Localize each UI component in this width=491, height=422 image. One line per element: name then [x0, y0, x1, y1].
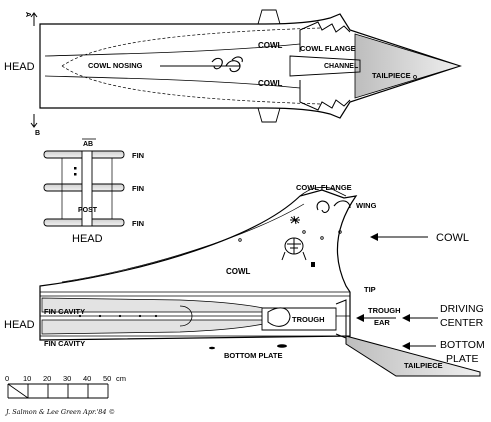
callout-plate: PLATE: [446, 353, 478, 365]
cowl-flange-label: COWL FLANGE: [300, 44, 356, 53]
cowl-star-ornament: [290, 215, 300, 225]
post: [81, 150, 93, 227]
callout-driving: DRIVING: [440, 303, 484, 315]
fin-top-label: FIN: [132, 151, 144, 160]
signature: J. Salmon & Lee Green Apr.'84 ©: [4, 408, 115, 416]
arrowhead: [402, 314, 410, 322]
scale-unit: cm: [116, 374, 126, 383]
cowl-nosing-dashed: [61, 27, 321, 67]
cowl-upper-label: COWL: [258, 41, 283, 50]
callouts: COWL TROUGH EAR DRIVING CENTER BOTTOM PL…: [356, 232, 485, 365]
side-tab-bottom: [257, 107, 281, 123]
bottom-plate-mark-2: [209, 346, 215, 350]
channel-label: CHANNEL: [324, 63, 359, 70]
scale-tick-0: 0: [5, 374, 9, 383]
rivet: [302, 230, 306, 234]
cowl-small-plate: [311, 262, 315, 267]
trough-tip: [335, 299, 347, 339]
callout-ear: EAR: [374, 318, 390, 327]
cowl-flange-edge-side: [299, 186, 347, 197]
cowl-flange-label-side: COWL FLANGE: [296, 183, 352, 192]
side-tab-top: [257, 9, 281, 25]
fin-cavity-lower-label: FIN CAVITY: [44, 339, 85, 348]
fin-bottom-label: FIN: [132, 219, 144, 228]
section-line-b-arrow: [30, 114, 38, 128]
section-line-a-arrow: [30, 12, 38, 26]
tailpiece-side: [345, 335, 481, 377]
tailpiece-top: [354, 33, 462, 99]
section-marker-2: [74, 173, 77, 176]
callout-cowl: COWL: [436, 232, 469, 244]
rivet: [238, 238, 242, 242]
scale-tick-50: 50: [103, 374, 111, 383]
arrowhead: [356, 314, 364, 322]
callout-bottom: BOTTOM: [440, 339, 485, 351]
cowl-lower-label: COWL: [258, 79, 283, 88]
cowl-nosing-top-line: [44, 43, 301, 57]
scale-tick-10: 10: [23, 374, 31, 383]
trough-ear: [267, 307, 291, 327]
cowl-ornament: [211, 56, 243, 73]
cowl-nosing-dashed-lower: [61, 65, 321, 105]
channel-outline: [289, 55, 361, 77]
callout-trough: TROUGH: [368, 306, 401, 315]
callout-center: CENTER: [440, 317, 484, 329]
section-view: AB FIN FIN POST FIN HEAD: [43, 138, 144, 245]
bottom-plate-label: BOTTOM PLATE: [224, 351, 282, 360]
head-label-top: HEAD: [4, 61, 35, 73]
cowl-mask-ornament: [281, 237, 307, 261]
fin-cavity-tip: [179, 305, 193, 327]
head-label-side: HEAD: [4, 319, 35, 331]
wing-scroll: [316, 200, 351, 213]
arrowhead: [370, 233, 378, 241]
scale-tick-30: 30: [63, 374, 71, 383]
scale-diagonal: [7, 383, 29, 399]
section-b-label: B: [35, 130, 40, 137]
section-a-label: A: [24, 12, 31, 17]
head-label-section: HEAD: [72, 233, 103, 245]
post-label: POST: [78, 207, 98, 214]
rivet: [320, 236, 324, 240]
wing-label: WING: [356, 201, 377, 210]
section-ab-label: AB: [83, 141, 93, 148]
trough-label: TROUGH: [292, 315, 325, 324]
scale-bar: 0 10 20 30 40 50 cm: [5, 374, 126, 399]
cowl-nosing-bottom-line: [44, 75, 301, 89]
rivet: [338, 230, 342, 234]
tip-label: TIP: [364, 285, 376, 294]
tailpiece-hole: [413, 75, 417, 79]
top-view: A B HEAD COWL COWL FLANGE COWL NOS: [4, 9, 462, 137]
section-marker-1: [74, 167, 77, 170]
tailpiece-label-top: TAILPIECE: [372, 71, 411, 80]
scale-tick-20: 20: [43, 374, 51, 383]
scale-tick-40: 40: [83, 374, 91, 383]
fin-cavity-upper-label: FIN CAVITY: [44, 307, 85, 316]
cowl-label-side: COWL: [226, 267, 251, 276]
tailpiece-label-side: TAILPIECE: [404, 361, 443, 370]
fin-cavity-holes: [78, 314, 158, 318]
arrowhead: [402, 342, 410, 350]
side-view: COWL FLANGE WING COWL TIP FIN CAVITY TRO…: [4, 183, 481, 377]
fin-mid-label: FIN: [132, 184, 144, 193]
cowl-inner-line: [61, 203, 305, 283]
cowl-nosing-label: COWL NOSING: [88, 61, 143, 70]
bottom-plate-mark: [277, 344, 287, 348]
